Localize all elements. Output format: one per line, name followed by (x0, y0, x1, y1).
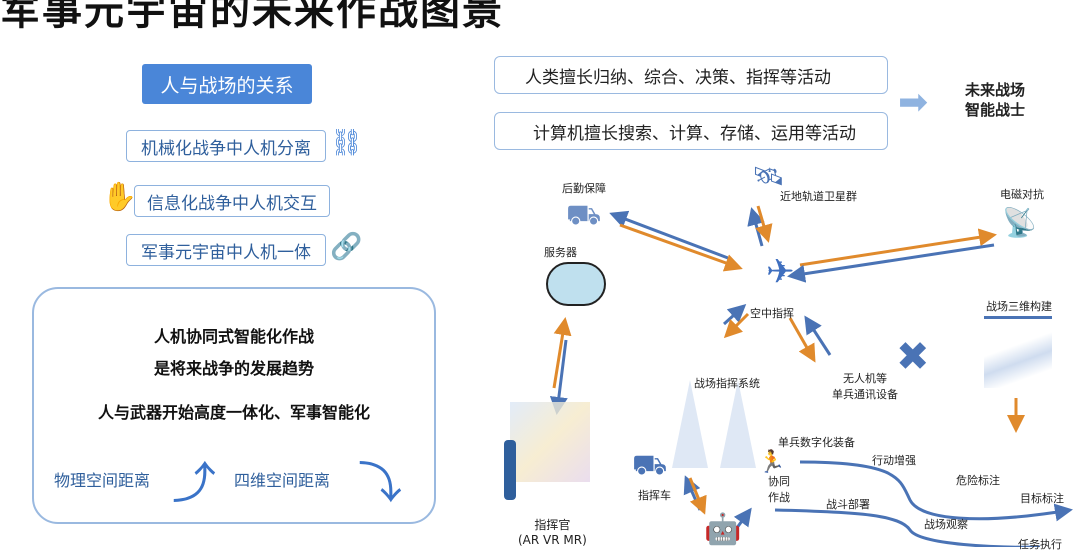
flow-action-enhance: 行动增强 (872, 454, 916, 467)
drone-icon: ✖ (896, 334, 930, 380)
commander-line-2: (AR VR MR) (518, 533, 587, 547)
hand-icon: ✋ (102, 180, 137, 213)
commander-line-1: 指挥官 (534, 518, 571, 532)
arrow-up-icon: ⤴ (172, 458, 216, 509)
server-label: 服务器 (544, 246, 577, 259)
arrow-down-icon: ⤵ (358, 458, 402, 509)
commander-figure-icon (504, 440, 516, 500)
flow-danger-mark: 危险标注 (956, 474, 1000, 487)
item-metaverse: 军事元宇宙中人机一体 (126, 234, 326, 266)
terrain-icon (984, 316, 1052, 388)
commander-label: 指挥官(AR VR MR) (518, 516, 587, 547)
cmd-system-label: 战场指挥系统 (694, 377, 760, 390)
terrain-label: 战场三维构建 (986, 300, 1052, 313)
right-arrow-icon: ➡ (898, 82, 929, 123)
truck-icon: ⛟ (566, 198, 602, 231)
human-strength-box: 人类擅长归纳、综合、决策、指挥等活动 (494, 56, 888, 94)
airplane-icon: ✈ (766, 252, 795, 292)
result-text: 未来战场智能战士 (965, 80, 1025, 120)
trend-line-3: 人与武器开始高度一体化、军事智能化 (97, 403, 370, 422)
satellite-label: 近地轨道卫星群 (780, 190, 857, 203)
flow-observe: 战场观察 (924, 518, 968, 531)
item-information: 信息化战争中人机交互 (134, 185, 330, 217)
ar-display-icon (510, 402, 590, 482)
vehicle-icon: ⛟ (632, 448, 668, 481)
coop-line-1: 协同 (768, 475, 790, 488)
4d-distance: 四维空间距离 (234, 471, 331, 490)
trend-line-2: 是将来战争的发展趋势 (153, 359, 314, 378)
soldier-icon: 🏃 (758, 450, 786, 475)
relation-header: 人与战场的关系 (142, 64, 312, 104)
uav-line-2: 单兵通讯设备 (832, 388, 898, 401)
cloud-server-icon (546, 262, 606, 306)
result-line-2: 智能战士 (965, 101, 1026, 119)
page-title: 军事元宇宙的未来作战图景 (0, 0, 504, 34)
uav-label: 无人机等单兵通讯设备 (832, 370, 898, 402)
vehicle-label: 指挥车 (638, 489, 671, 502)
link-icon: 🔗 (330, 232, 363, 262)
physical-distance: 物理空间距离 (54, 471, 151, 490)
result-line-1: 未来战场 (965, 81, 1026, 99)
radar-icon: 📡 (1002, 206, 1037, 239)
computer-strength-box: 计算机擅长搜索、计算、存储、运用等活动 (494, 112, 888, 150)
air-command-label: 空中指挥 (750, 307, 794, 320)
coop-line-2: 作战 (768, 491, 790, 504)
trend-line-1: 人机协同式智能化作战 (153, 327, 314, 346)
broken-link-icon: ⛓ (330, 128, 364, 158)
soldier-equipment-label: 单兵数字化装备 (778, 436, 855, 449)
item-mechanized: 机械化战争中人机分离 (126, 130, 326, 162)
robot-icon: 🤖 (704, 512, 742, 547)
em-label: 电磁对抗 (1000, 188, 1044, 201)
trend-box: 人机协同式智能化作战 是将来战争的发展趋势 人与武器开始高度一体化、军事智能化 … (32, 287, 436, 524)
satellite-icon: 🛰 (752, 162, 786, 192)
coop-label: 协同作战 (768, 474, 790, 506)
flow-task-exec: 任务执行 (1018, 538, 1062, 551)
flow-target-mark: 目标标注 (1020, 492, 1064, 505)
uav-line-1: 无人机等 (843, 372, 887, 385)
logistics-label: 后勤保障 (562, 182, 606, 195)
flow-deploy: 战斗部署 (826, 498, 870, 511)
